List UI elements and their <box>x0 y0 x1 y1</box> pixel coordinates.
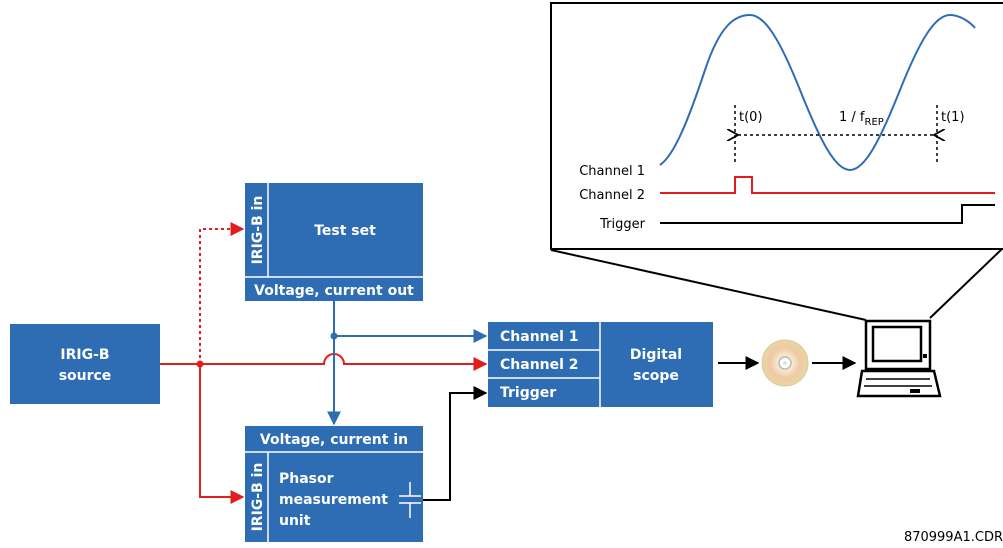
inset-trigger-label: Trigger <box>599 217 645 232</box>
test-set-output-label: Voltage, current out <box>254 283 414 299</box>
channel-2-pulse <box>660 176 995 194</box>
test-set-box: IRIG-B in Test set Voltage, current out <box>245 183 423 301</box>
scope-trigger-port: Trigger <box>500 385 556 401</box>
channel-1-waveform <box>659 13 976 172</box>
test-set-irig-label: IRIG-B in <box>250 196 266 265</box>
inset-channel-1-label: Channel 1 <box>579 164 645 179</box>
junction-dot-blue <box>330 332 338 340</box>
t0-label: t(0) <box>739 110 763 125</box>
pmu-to-trigger-wire <box>423 386 488 501</box>
capacitor-icon <box>399 482 421 518</box>
cd-disc-icon <box>761 339 809 387</box>
irig-source-line1: IRIG-B <box>60 347 109 363</box>
t1-label: t(1) <box>941 110 965 125</box>
figure-id: 870999A1.CDR <box>904 530 1003 545</box>
digital-scope-box: Channel 1 Channel 2 Trigger Digital scop… <box>488 322 713 407</box>
scope-line2: scope <box>633 368 679 384</box>
inset-panel: t(0) t(1) 1 / fREP Channel 1 Channel 2 T… <box>550 2 1003 321</box>
irig-b-source-box: IRIG-B source <box>10 324 160 404</box>
junction-dot-red <box>196 360 204 368</box>
irig-to-channel-2-wire <box>160 353 488 371</box>
laptop-icon <box>856 319 942 398</box>
irig-to-test-set-wire <box>199 222 245 364</box>
pmu-line1: Phasor <box>279 471 334 487</box>
pmu-line2: measurement <box>279 492 388 508</box>
inset-channel-2-label: Channel 2 <box>579 188 645 203</box>
pmu-input-label: Voltage, current in <box>260 432 408 448</box>
test-set-title: Test set <box>314 223 376 239</box>
irig-to-pmu-wire <box>199 364 245 504</box>
trigger-step <box>660 204 995 224</box>
pmu-box: Voltage, current in IRIG-B in Phasor mea… <box>245 426 423 542</box>
pmu-irig-label: IRIG-B in <box>250 463 266 532</box>
scope-line1: Digital <box>630 347 682 363</box>
scope-channel-2-port: Channel 2 <box>500 357 579 373</box>
pmu-line3: unit <box>279 513 311 529</box>
period-label: 1 / fREP <box>839 110 884 128</box>
scope-channel-1-port: Channel 1 <box>500 329 579 345</box>
irig-source-line2: source <box>59 368 112 384</box>
